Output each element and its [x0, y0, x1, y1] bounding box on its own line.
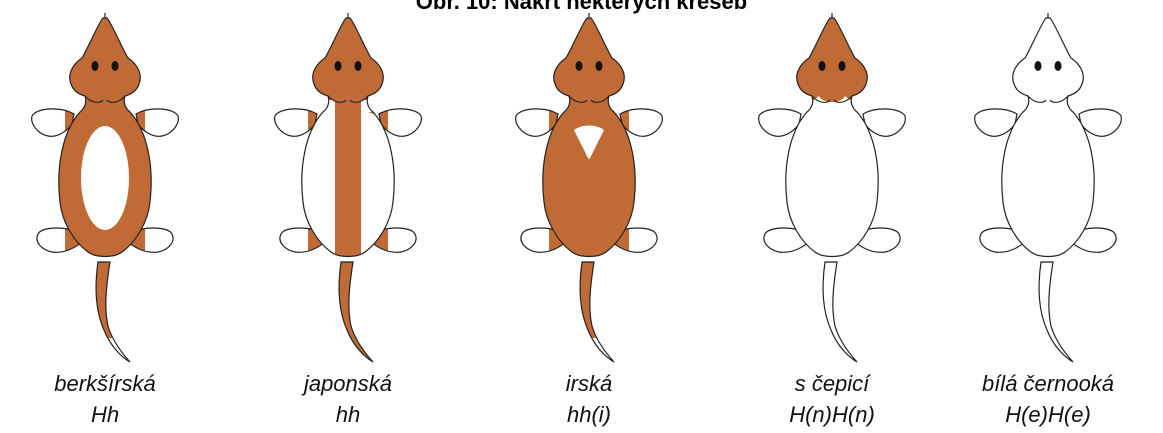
figure-white: bílá černooká H(e)H(e) [933, 0, 1163, 433]
body [1002, 18, 1094, 257]
caption-genotype: H(n)H(n) [717, 399, 947, 430]
figure-capped: s čepicí H(n)H(n) [717, 0, 947, 433]
caption-genotype: hh(i) [474, 399, 704, 430]
tail [564, 255, 624, 362]
left-eye [819, 61, 826, 71]
body [543, 18, 635, 257]
caption-genotype: H(e)H(e) [933, 399, 1163, 430]
white-belly-patch [81, 126, 129, 230]
left-eye [92, 61, 99, 71]
caption-japanese: japonská hh [233, 368, 463, 430]
figure-irish: irská hh(i) [474, 0, 704, 433]
tail [80, 255, 140, 362]
caption-berkshire: berkšírská Hh [0, 368, 220, 430]
caption-name: irská [474, 368, 704, 399]
left-eye [1035, 61, 1042, 71]
caption-name: s čepicí [717, 368, 947, 399]
caption-capped: s čepicí H(n)H(n) [717, 368, 947, 430]
right-eye [1055, 61, 1062, 71]
caption-name: berkšírská [0, 368, 220, 399]
right-eye [596, 61, 603, 71]
left-eye [335, 61, 342, 71]
tail [323, 255, 383, 370]
right-eye [839, 61, 846, 71]
caption-white: bílá černooká H(e)H(e) [933, 368, 1163, 430]
caption-genotype: Hh [0, 399, 220, 430]
tail [823, 262, 857, 362]
caption-genotype: hh [233, 399, 463, 430]
left-eye [576, 61, 583, 71]
right-eye [112, 61, 119, 71]
tail [1039, 262, 1073, 362]
figure-japanese: japonská hh [233, 0, 463, 433]
dorsal-stripe [335, 90, 361, 270]
right-eye [355, 61, 362, 71]
body [59, 18, 151, 257]
caption-name: japonská [233, 368, 463, 399]
figure-berkshire: berkšírská Hh [0, 0, 220, 433]
caption-name: bílá černooká [933, 368, 1163, 399]
caption-irish: irská hh(i) [474, 368, 704, 430]
